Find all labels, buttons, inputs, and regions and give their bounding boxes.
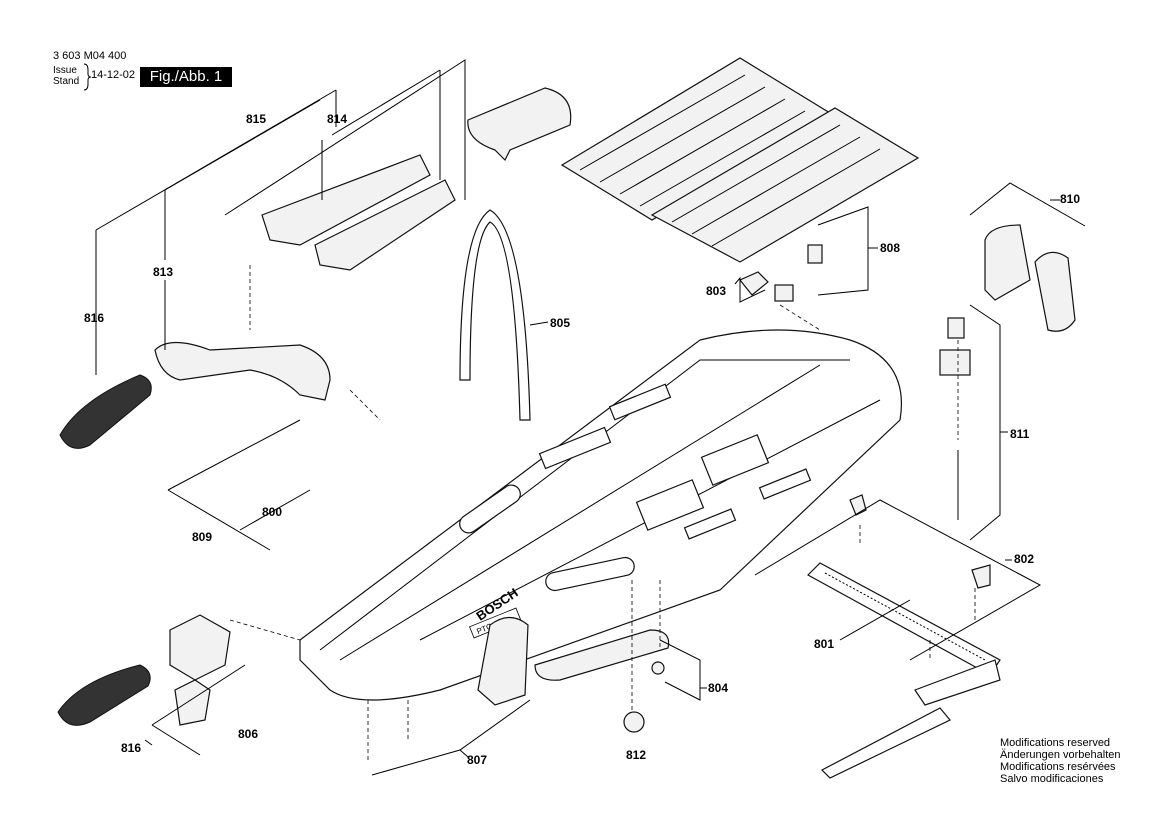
ruler-pivot-arm (914, 659, 1001, 706)
callout-814: 814 (327, 112, 348, 126)
leader-806 (151, 664, 246, 756)
callout-801: 801 (814, 637, 835, 651)
callout-816-upper: 816 (84, 311, 105, 325)
leader-804 (659, 639, 707, 701)
base-rail-mid (339, 364, 821, 661)
leader-813 (164, 99, 321, 350)
leader-811 (969, 304, 1008, 541)
handle-bracket (174, 679, 211, 726)
angle-ruler (807, 562, 1001, 676)
base-plate (299, 329, 902, 701)
spring (807, 244, 823, 264)
callout-808: 808 (880, 241, 901, 255)
leader-807 (371, 699, 531, 776)
callout-813: 813 (153, 265, 174, 279)
notice-line: Modifications resérvées (1000, 761, 1116, 773)
document-number: 3 603 M04 400 (53, 50, 127, 62)
stand-label: Stand (53, 76, 80, 87)
leader-800 (239, 489, 311, 531)
base-rail-left (319, 359, 850, 651)
header-brace (83, 63, 92, 91)
issue-label: Issue (53, 65, 77, 76)
callout-810: 810 (1060, 192, 1081, 206)
ruler-extension (820, 707, 951, 779)
leader-816b (144, 739, 153, 746)
callout-804: 804 (708, 681, 729, 695)
leader-801 (839, 599, 911, 641)
callout-802: 802 (1014, 552, 1035, 566)
wing-screw (849, 494, 867, 516)
handle-grip-upper (59, 374, 152, 449)
callout-809: 809 (192, 530, 213, 544)
base-handle-slot (459, 484, 521, 534)
spring (947, 317, 965, 339)
callout-812: 812 (626, 748, 647, 762)
leader-810 (969, 182, 1086, 227)
support-leg (534, 629, 670, 681)
wing-screw (971, 564, 991, 589)
leader-809 (167, 419, 301, 551)
knob (623, 711, 645, 733)
leader-802 (754, 499, 1042, 661)
guide-rail-lower (314, 179, 456, 271)
notice-line: Modifications reserved (1000, 737, 1111, 749)
handle-block (169, 614, 231, 681)
leader-805 (529, 321, 549, 326)
side-stop-cap (1034, 251, 1076, 332)
washer (651, 661, 665, 675)
tension-spring (459, 209, 531, 421)
callout-816-lower: 816 (121, 741, 142, 755)
callout-803: 803 (706, 284, 727, 298)
support-plate-right (650, 107, 920, 263)
leader-815 (224, 59, 466, 216)
callout-815: 815 (246, 112, 267, 126)
base-slot (538, 426, 612, 470)
wing-knob (739, 271, 769, 296)
guide-rail-upper (261, 154, 431, 246)
side-stop (984, 224, 1031, 301)
figure-label: Fig./Abb. 1 (140, 67, 232, 87)
cover-cap (467, 87, 572, 162)
notice-line: Änderungen vorbehalten (1000, 749, 1121, 761)
lever-arm (154, 341, 331, 401)
modifications-notice: Modifications reserved Änderungen vorbeh… (1000, 737, 1120, 785)
callout-811: 811 (1010, 427, 1030, 441)
base-window (700, 434, 770, 486)
leader-808 (817, 206, 878, 296)
callout-807: 807 (467, 753, 488, 767)
clamp-nut (774, 284, 794, 302)
base-slot (758, 468, 812, 500)
base-handle-slot (545, 556, 635, 592)
handle-grip-lower (57, 664, 151, 726)
notice-line: Salvo modificaciones (1000, 773, 1104, 785)
clamp-block (939, 349, 971, 376)
assembly-lines (229, 265, 976, 760)
plate-hatch (579, 74, 806, 207)
base-slot (608, 383, 672, 421)
callout-805: 805 (550, 316, 571, 330)
callout-806: 806 (238, 727, 259, 741)
issue-date: 14-12-02 (91, 69, 136, 81)
leader-803 (734, 276, 766, 303)
base-slot (683, 508, 737, 540)
plate-hatch (671, 124, 881, 247)
callout-800: 800 (262, 505, 283, 519)
leader-814 (321, 69, 441, 200)
base-window (635, 479, 705, 531)
center-upright (477, 616, 529, 706)
